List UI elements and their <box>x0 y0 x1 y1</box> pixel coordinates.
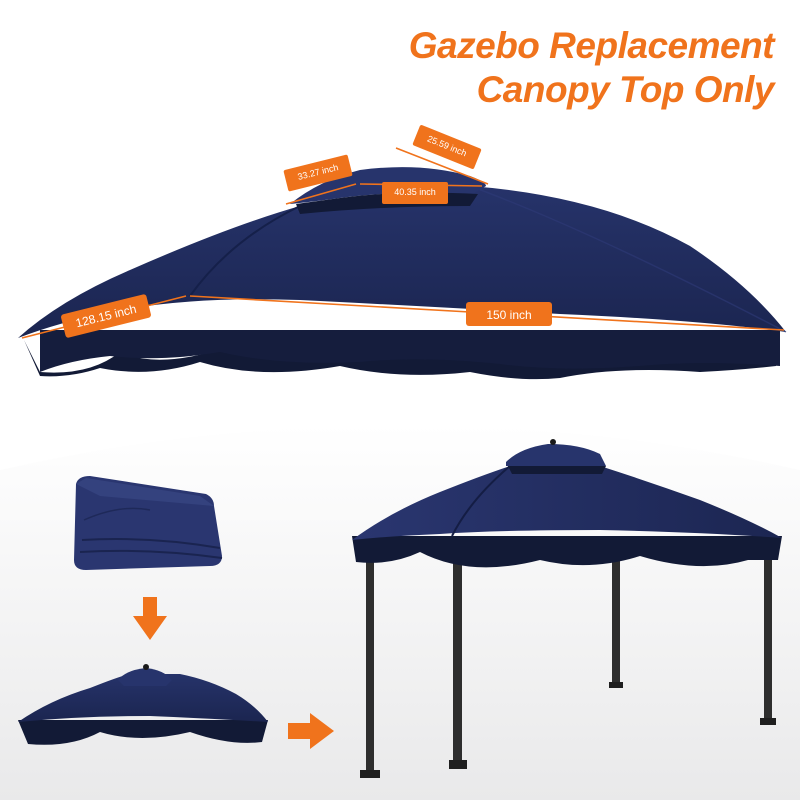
folded-canopy <box>74 476 223 570</box>
dimension-top-diagonal: 40.35 inch <box>394 187 436 197</box>
page-title: Gazebo Replacement Canopy Top Only <box>408 24 775 112</box>
title-line-1: Gazebo Replacement <box>408 25 775 66</box>
assembled-gazebo <box>352 439 782 778</box>
dimension-canopy-length: 150 inch <box>486 308 532 322</box>
title-line-2: Canopy Top Only <box>476 69 775 110</box>
down-arrow <box>133 597 167 640</box>
right-arrow <box>288 713 334 749</box>
large-canopy <box>18 167 787 380</box>
dimension-label-pills <box>61 125 552 338</box>
small-canopy <box>18 664 268 745</box>
